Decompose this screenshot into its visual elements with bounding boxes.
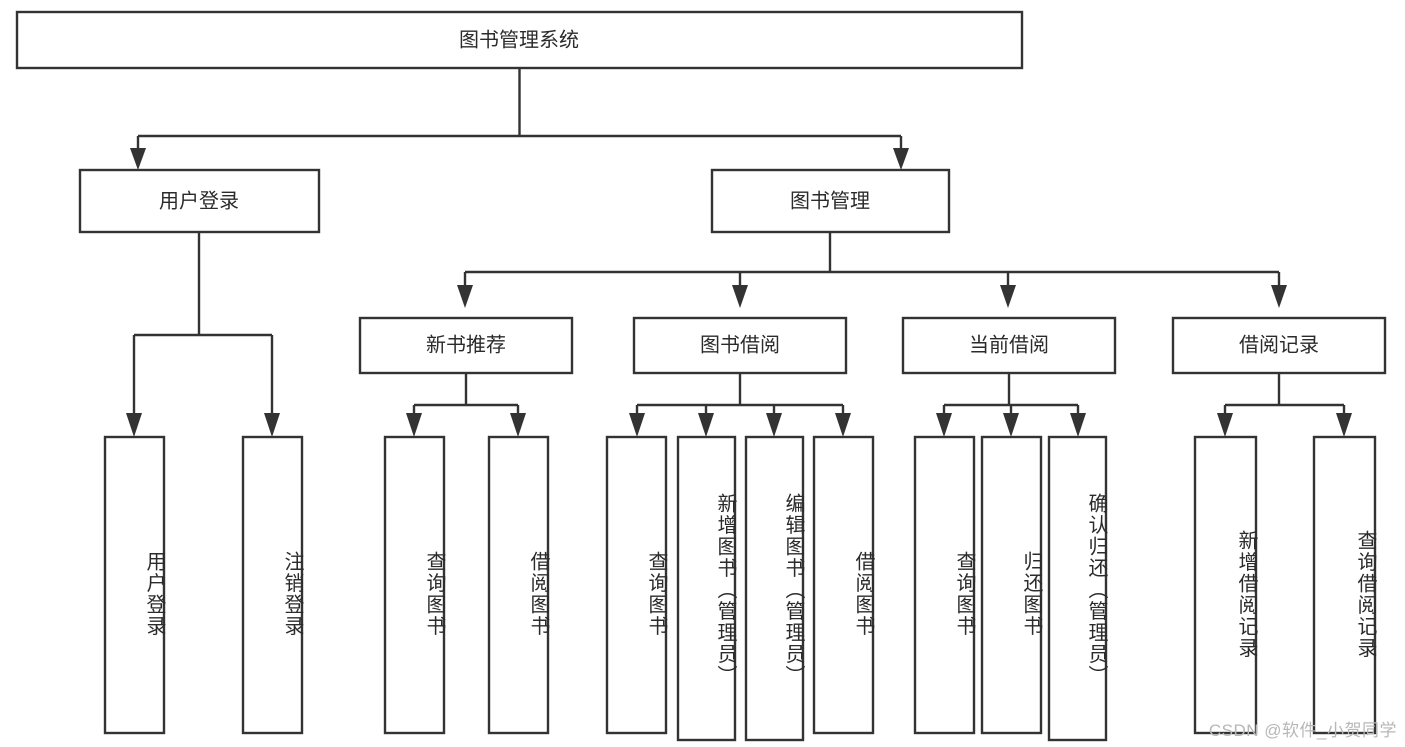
connector-borrow-record-to-leaves <box>1217 373 1352 437</box>
node-user-login[interactable]: 用户登录 <box>78 168 321 234</box>
node-leaf-confirm-return[interactable] <box>1047 435 1108 742</box>
connector-book-borrow-to-leaves <box>629 373 851 437</box>
node-leaf-borrow-book-1[interactable] <box>487 435 550 735</box>
connector-book-manage-to-level3 <box>457 232 1287 308</box>
node-leaf-edit-book[interactable] <box>744 435 805 742</box>
node-leaf-query-record[interactable] <box>1312 435 1377 735</box>
node-book-manage-label: 图书管理 <box>790 189 870 212</box>
node-new-book-rec-label: 新书推荐 <box>426 333 506 356</box>
node-book-borrow[interactable]: 图书借阅 <box>632 316 848 375</box>
node-new-book-rec[interactable]: 新书推荐 <box>358 316 574 375</box>
node-root[interactable]: 图书管理系统 <box>15 10 1024 70</box>
node-book-manage[interactable]: 图书管理 <box>710 168 951 234</box>
node-current-borrow-label: 当前借阅 <box>969 333 1049 356</box>
connector-root-to-level2 <box>130 68 909 170</box>
node-leaf-borrow-book-2[interactable] <box>812 435 875 735</box>
node-borrow-record-label: 借阅记录 <box>1239 333 1319 356</box>
csdn-watermark: CSDN @软件_小贺同学 <box>1208 721 1397 740</box>
node-user-login-label: 用户登录 <box>159 189 239 212</box>
node-book-borrow-label: 图书借阅 <box>700 333 780 356</box>
node-leaf-logout-login[interactable] <box>241 435 304 735</box>
node-leaf-return-book[interactable] <box>980 435 1043 735</box>
node-leaf-query-book-2[interactable] <box>605 435 668 735</box>
connector-new-book-rec-to-leaves <box>406 373 526 437</box>
node-borrow-record[interactable]: 借阅记录 <box>1171 316 1387 375</box>
node-root-label: 图书管理系统 <box>459 28 579 51</box>
node-leaf-query-book-1[interactable] <box>383 435 446 735</box>
connector-user-login-to-leaves <box>126 232 280 437</box>
connector-current-borrow-to-leaves <box>936 373 1086 437</box>
node-leaf-add-record[interactable] <box>1193 435 1258 735</box>
node-leaf-add-book[interactable] <box>676 435 737 742</box>
node-current-borrow[interactable]: 当前借阅 <box>901 316 1117 375</box>
node-leaf-user-login[interactable] <box>103 435 166 735</box>
node-leaf-query-book-3[interactable] <box>913 435 976 735</box>
